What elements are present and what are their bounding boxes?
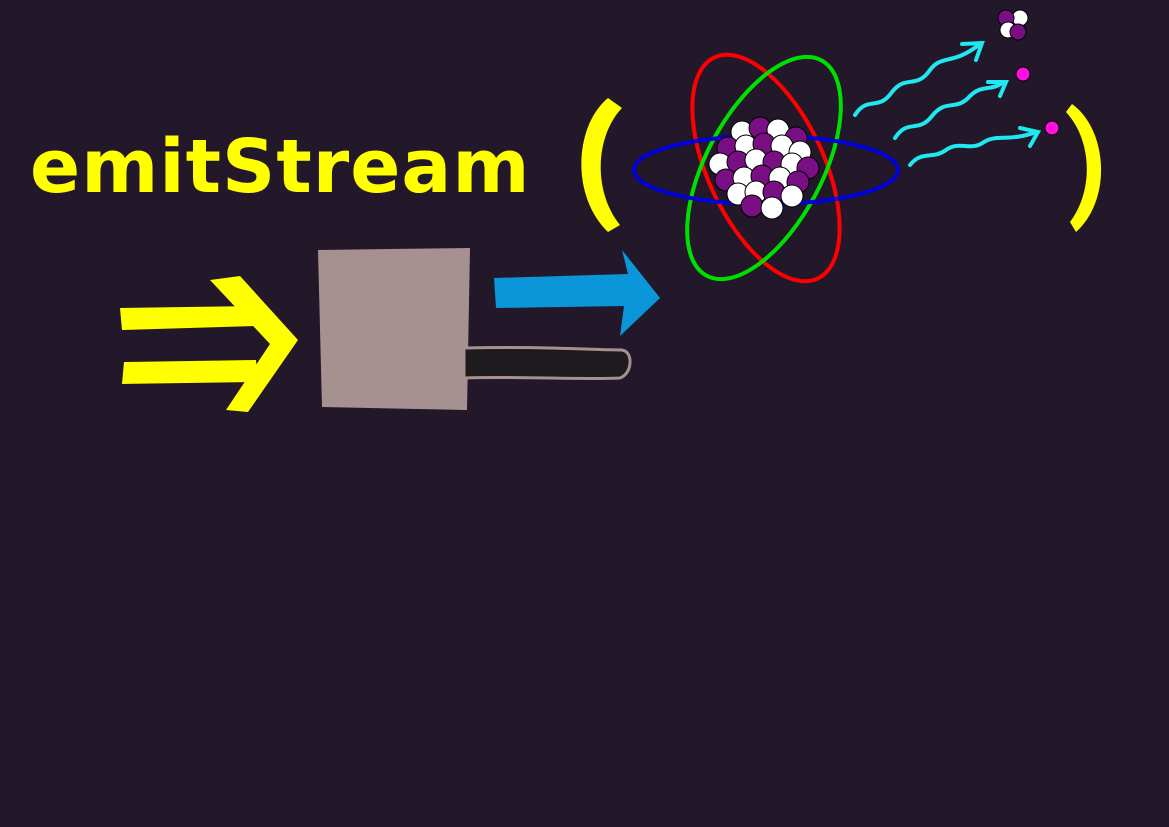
radiation-wave-icon: [908, 130, 1038, 167]
radiation-waves: [853, 40, 1042, 167]
nucleus: [708, 116, 820, 220]
function-name-label: emitStream: [30, 124, 530, 210]
radiation-wave-icon: [853, 42, 982, 117]
arrowhead: [960, 40, 985, 62]
stream-source-box-icon: [318, 248, 632, 410]
radiation-wave-icon: [893, 80, 1006, 140]
close-paren: [1066, 104, 1102, 232]
nucleon: [760, 196, 784, 220]
nucleon: [740, 194, 764, 218]
atom-icon: [632, 52, 900, 284]
particle-icon: [997, 9, 1029, 41]
blue-arrow-icon: [494, 250, 660, 336]
double-arrow-icon: [120, 276, 298, 412]
arrowhead: [1018, 126, 1042, 148]
particle-icon: [1044, 120, 1060, 136]
nucleon: [780, 184, 804, 208]
arrowhead: [986, 80, 1010, 98]
particle-icon: [1015, 66, 1031, 82]
open-paren: [581, 98, 622, 232]
